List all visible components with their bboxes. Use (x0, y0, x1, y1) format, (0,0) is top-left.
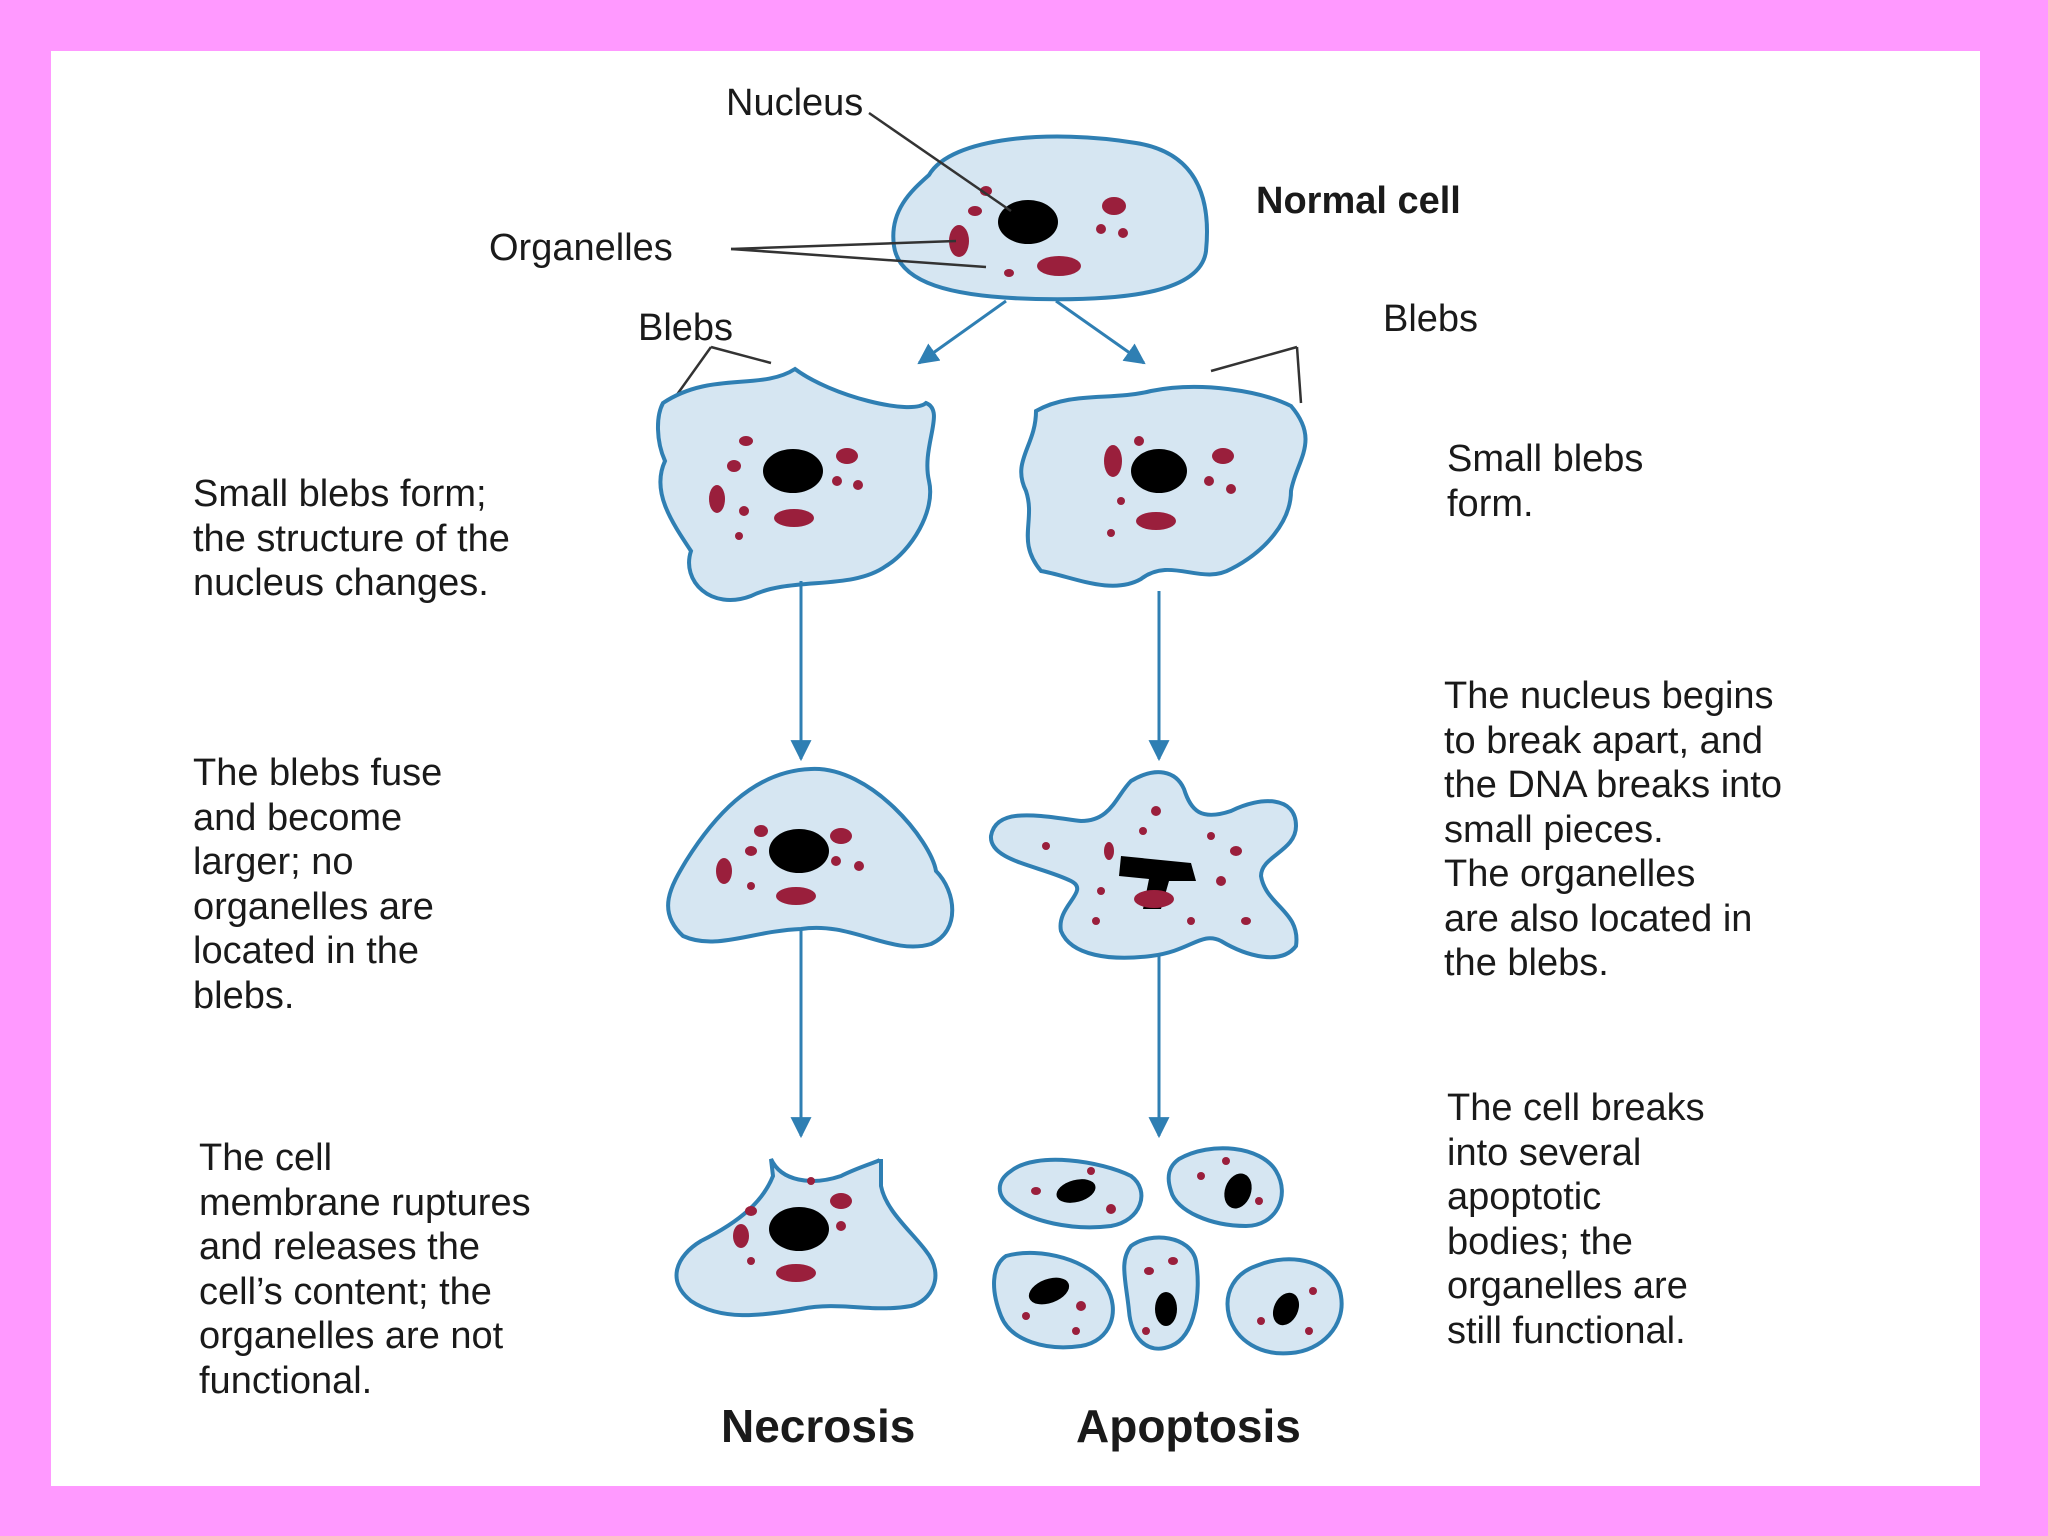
apoptotic-body (992, 1250, 1115, 1350)
nucleus-normal (998, 200, 1058, 244)
arrow-to-apoptosis (1055, 299, 1146, 365)
apoptotic-body (1166, 1146, 1284, 1229)
apoptotic-body (1122, 1235, 1200, 1351)
necrosis-title: Necrosis (721, 1400, 916, 1452)
apoptotic-body (1225, 1257, 1344, 1356)
apoptosis-cell-stage1 (1019, 385, 1308, 588)
label-normal-cell: Normal cell (1256, 180, 1461, 222)
necrosis-cell-stage3-ruptured (674, 1157, 938, 1318)
label-blebs-right: Blebs (1383, 298, 1479, 340)
apoptosis-step1-text: Small blebs form. (1447, 438, 1644, 525)
apoptosis-step2-text: The nucleus begins to break apart, and t… (1444, 675, 1782, 984)
necrosis-step3-text: The cell membrane ruptures and releases … (199, 1137, 531, 1402)
organelles-leader-1 (730, 239, 957, 251)
label-nucleus: Nucleus (726, 82, 864, 124)
apoptotic-body (997, 1157, 1144, 1230)
necrosis-step1-text: Small blebs form; the structure of the n… (193, 473, 510, 604)
diagram-panel: Nucleus Normal cell Organelles Blebs Ble… (51, 51, 1980, 1486)
apoptosis-cell-stage2 (989, 770, 1299, 960)
apoptosis-step3-text: The cell breaks into several apoptotic b… (1447, 1087, 1705, 1352)
apoptosis-title: Apoptosis (1076, 1400, 1301, 1452)
blebs-right-leader (1210, 345, 1303, 404)
arrow-to-necrosis (917, 299, 1007, 365)
cell-death-diagram (656, 111, 1344, 1356)
nucleus-leader (868, 111, 1012, 213)
fragmenting-nucleus (1119, 856, 1196, 909)
apoptotic-bodies (992, 1146, 1344, 1356)
normal-cell (891, 134, 1209, 302)
necrosis-cell-stage2 (666, 766, 955, 949)
organelles-leader-2 (730, 247, 987, 269)
necrosis-step2-text: The blebs fuse and become larger; no org… (193, 752, 443, 1017)
necrosis-cell-stage1 (656, 366, 936, 602)
label-organelles: Organelles (489, 227, 673, 269)
label-blebs-left: Blebs (638, 307, 734, 349)
